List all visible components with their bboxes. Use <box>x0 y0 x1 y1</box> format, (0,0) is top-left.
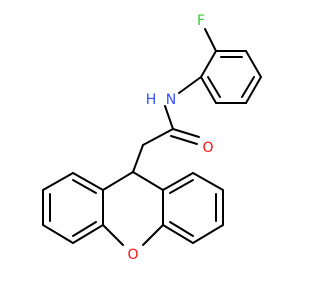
structure-drawing: F N H O O <box>42 13 262 263</box>
bond <box>72 172 104 191</box>
atom-labels: F N H O O <box>127 13 213 263</box>
bond <box>245 76 262 104</box>
bond <box>132 144 144 173</box>
bond <box>142 224 164 246</box>
amide-hydrogen-label: H <box>146 92 157 108</box>
bond <box>72 179 97 194</box>
carbonyl-oxygen-label: O <box>202 140 213 156</box>
bonds <box>42 28 262 246</box>
amide-nitrogen-label: N <box>166 92 176 108</box>
bond <box>42 172 74 191</box>
bond <box>192 224 224 244</box>
bond <box>192 172 224 191</box>
bond <box>169 179 194 194</box>
bond <box>142 128 174 146</box>
bond <box>102 171 134 191</box>
bond <box>204 28 217 52</box>
bond <box>164 105 174 130</box>
bond <box>162 224 194 244</box>
fluorine-label: F <box>197 13 205 29</box>
bond <box>162 172 194 191</box>
bond <box>169 221 194 237</box>
bond <box>200 76 217 104</box>
bond <box>200 50 217 78</box>
bond <box>172 128 200 138</box>
bond <box>241 76 255 98</box>
bond <box>178 76 202 94</box>
bond <box>207 76 221 98</box>
ring-oxygen-label: O <box>127 247 138 263</box>
bond <box>245 50 262 78</box>
bond <box>170 135 198 145</box>
bond <box>132 171 164 191</box>
bond <box>72 221 97 237</box>
bond <box>42 224 74 244</box>
bond <box>102 224 124 246</box>
bond <box>72 224 104 244</box>
